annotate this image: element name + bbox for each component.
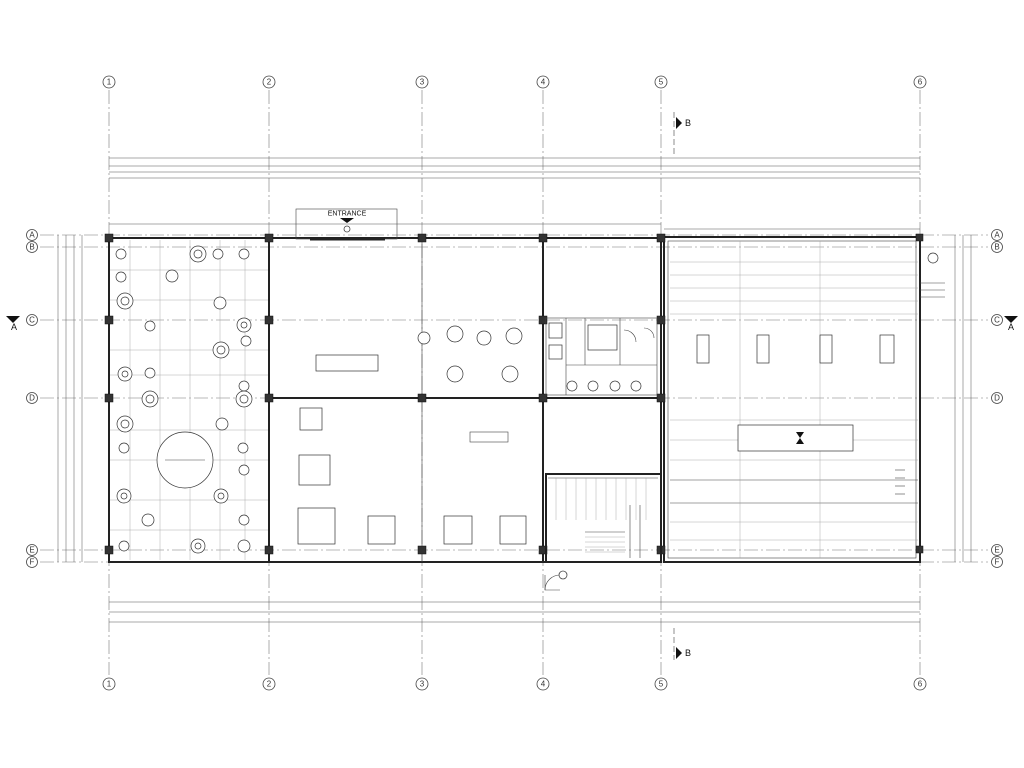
grid-bubble-C-left: C	[26, 314, 38, 326]
dimension-strings-sides	[57, 235, 972, 562]
svg-text:B: B	[29, 243, 34, 252]
svg-text:6: 6	[918, 78, 923, 87]
grid-bubble-B-left: B	[26, 241, 38, 253]
building-walls	[108, 236, 921, 563]
grid-bubble-D-right: D	[991, 392, 1003, 404]
svg-text:6: 6	[918, 680, 923, 689]
section-marker-b-bottom: B	[673, 628, 691, 660]
grid-bubble-5-top: 5	[654, 75, 668, 89]
svg-text:2: 2	[267, 78, 272, 87]
grid-row-bubbles-right: A B C D E F	[991, 229, 1003, 568]
grid-bubble-D-left: D	[26, 392, 38, 404]
svg-text:A: A	[29, 231, 35, 240]
svg-text:1: 1	[107, 78, 112, 87]
grid-bubble-5-bottom: 5	[654, 677, 668, 691]
grid-bubble-3-bottom: 3	[415, 677, 429, 691]
left-bay-slab-lines	[110, 240, 268, 560]
section-marker-b-top: B	[673, 112, 691, 155]
grid-bubble-4-top: 4	[536, 75, 550, 89]
svg-text:3: 3	[420, 78, 425, 87]
dimension-strings-top	[109, 157, 920, 230]
svg-text:D: D	[29, 394, 35, 403]
dimension-strings-bottom	[109, 601, 920, 623]
grid-bubble-6-top: 6	[913, 75, 927, 89]
grid-column-bubbles-bottom: 1 2 3 4 5 6	[102, 677, 927, 691]
svg-text:C: C	[994, 316, 1000, 325]
svg-text:E: E	[29, 546, 34, 555]
grid-bubble-2-bottom: 2	[262, 677, 276, 691]
svg-text:C: C	[29, 316, 35, 325]
svg-text:A: A	[994, 231, 1000, 240]
svg-text:D: D	[994, 394, 1000, 403]
left-bay-fixtures	[115, 245, 253, 554]
entrance-label: ENTRANCE	[328, 211, 367, 218]
grid-bubble-6-bottom: 6	[913, 677, 927, 691]
svg-text:B: B	[994, 243, 999, 252]
hall-slab-lines	[670, 241, 918, 558]
svg-text:A: A	[1008, 322, 1014, 332]
svg-text:5: 5	[659, 78, 664, 87]
svg-text:4: 4	[541, 78, 546, 87]
grid-bubble-4-bottom: 4	[536, 677, 550, 691]
stair	[544, 473, 662, 591]
grid-row-bubbles-left: A B C D E F	[26, 229, 38, 568]
grid-bubble-1-top: 1	[102, 75, 116, 89]
structural-columns	[104, 233, 924, 555]
grid-bubble-F-left: F	[26, 556, 38, 568]
svg-text:2: 2	[267, 680, 272, 689]
section-marker-a-left: A	[6, 316, 20, 332]
grid-bubble-F-right: F	[991, 556, 1003, 568]
svg-text:E: E	[994, 546, 999, 555]
grid-bubble-A-left: A	[26, 229, 38, 241]
svg-text:F: F	[995, 558, 1000, 567]
grid-bubble-B-right: B	[991, 241, 1003, 253]
entrance-canopy: ENTRANCE	[295, 208, 398, 241]
svg-text:3: 3	[420, 680, 425, 689]
grid-bubble-A-right: A	[991, 229, 1003, 241]
svg-text:5: 5	[659, 680, 664, 689]
grid-bubble-C-right: C	[991, 314, 1003, 326]
svg-text:A: A	[11, 322, 17, 332]
grid-bubble-E-right: E	[991, 544, 1003, 556]
grid-bubble-2-top: 2	[262, 75, 276, 89]
svg-text:F: F	[30, 558, 35, 567]
svg-text:1: 1	[107, 680, 112, 689]
grid-column-bubbles-top: 1 2 3 4 5 6	[102, 75, 927, 89]
svg-text:B: B	[685, 118, 691, 128]
middle-bay-fixtures	[297, 325, 527, 545]
right-hall-fixtures	[696, 252, 945, 495]
svg-text:4: 4	[541, 680, 546, 689]
section-marker-a-right: A	[1004, 316, 1018, 332]
svg-text:B: B	[685, 648, 691, 658]
grid-bubble-3-top: 3	[415, 75, 429, 89]
grid-bubble-E-left: E	[26, 544, 38, 556]
grid-bubble-1-bottom: 1	[102, 677, 116, 691]
service-core	[545, 317, 658, 396]
